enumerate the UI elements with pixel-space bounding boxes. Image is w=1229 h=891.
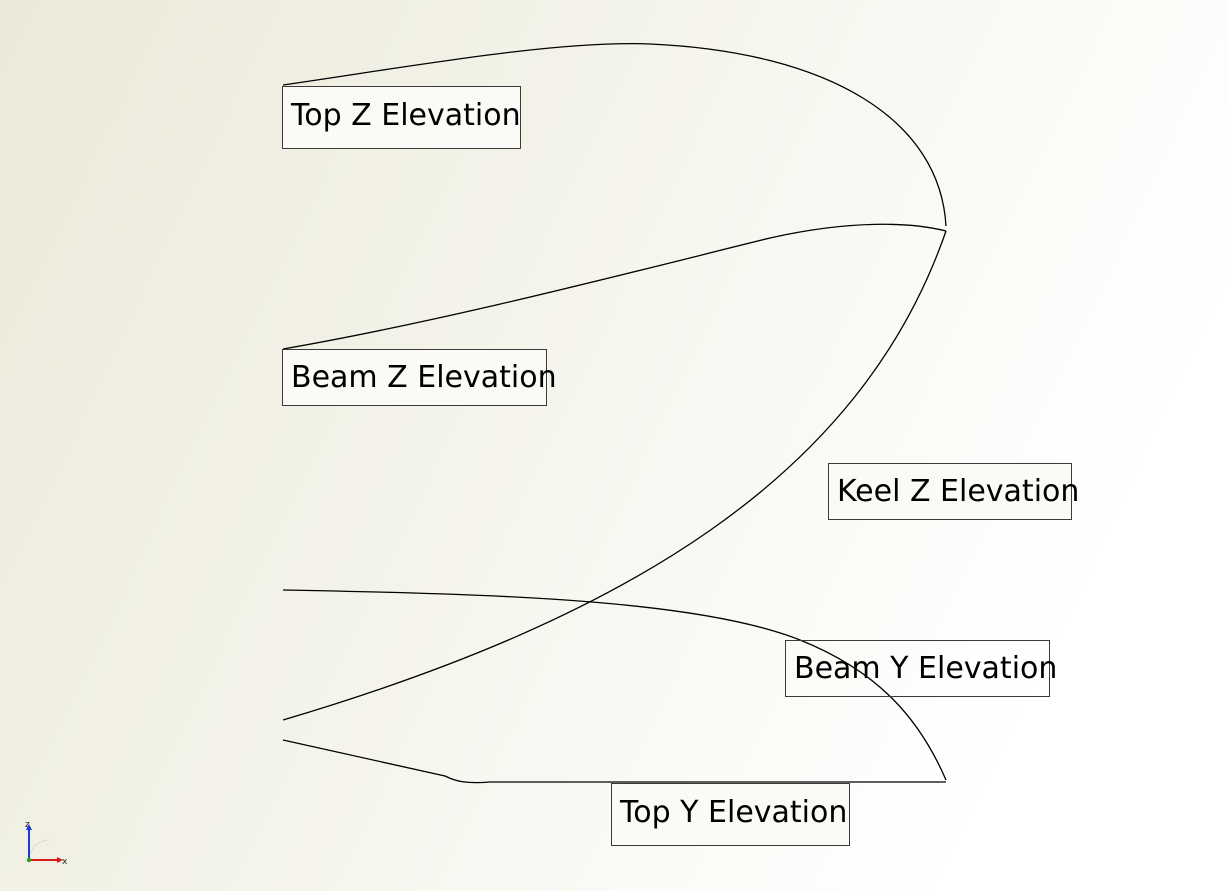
- keel-z-elevation-label[interactable]: Keel Z Elevation: [828, 463, 1079, 520]
- top-y-elevation-curve[interactable]: [282, 739, 946, 784]
- y-axis-icon: [26, 857, 32, 863]
- top-z-elevation-label[interactable]: Top Z Elevation: [282, 86, 521, 149]
- beam-z-elevation-curve[interactable]: [282, 223, 947, 350]
- top-y-elevation-label[interactable]: Top Y Elevation: [611, 783, 850, 846]
- top-z-elevation-curve[interactable]: [282, 42, 947, 227]
- keel-z-elevation-curve[interactable]: [282, 230, 947, 721]
- beam-z-elevation-label[interactable]: Beam Z Elevation: [282, 349, 557, 406]
- x-axis-arrow-icon: [57, 857, 63, 863]
- axis-triad-icon: z x: [25, 820, 68, 867]
- z-axis-letter: z: [25, 820, 30, 830]
- beam-y-elevation-label[interactable]: Beam Y Elevation: [785, 640, 1057, 697]
- beam-y-elevation-curve[interactable]: [282, 589, 947, 781]
- triad-arc: [28, 839, 50, 861]
- x-axis-letter: x: [62, 857, 68, 867]
- z-axis-arrow-icon: [26, 824, 32, 830]
